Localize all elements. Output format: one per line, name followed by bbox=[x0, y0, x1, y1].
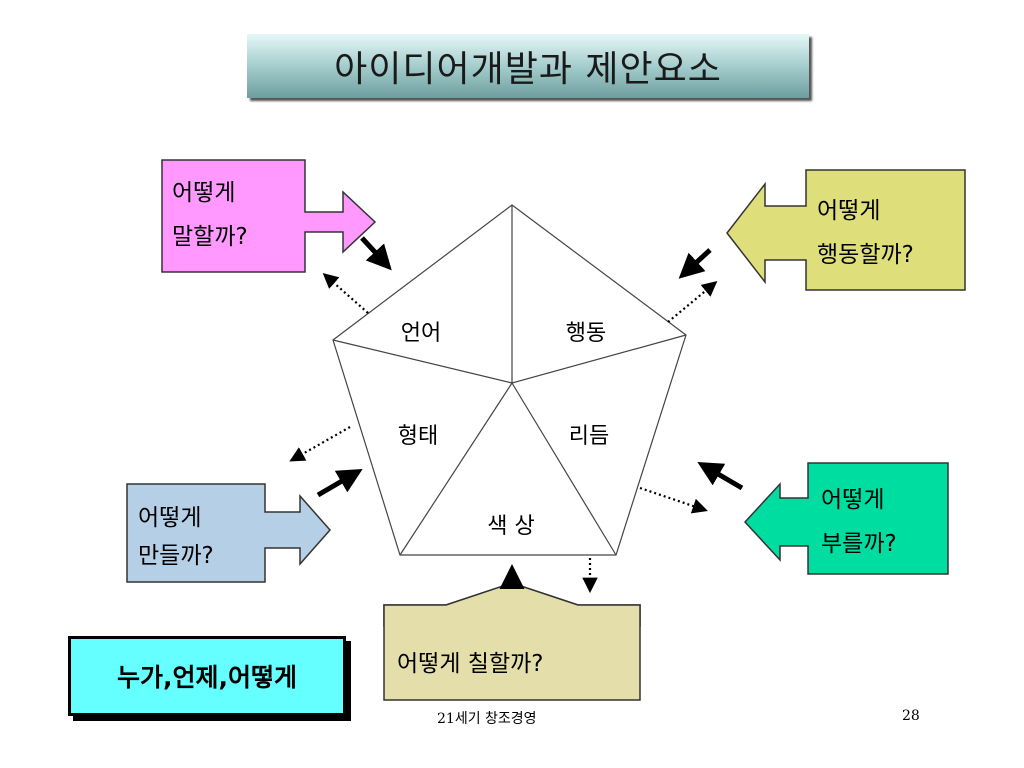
dotted-arrow bbox=[289, 426, 351, 462]
who-when-how-box: 누가,언제,어떻게 bbox=[68, 636, 346, 716]
callout-make-line1: 어떻게 bbox=[138, 505, 201, 531]
callout-call-line1: 어떻게 bbox=[821, 487, 884, 513]
footer-title: 21세기 창조경영 bbox=[437, 711, 537, 727]
bold-arrow bbox=[678, 248, 712, 279]
segment-label-form: 형태 bbox=[398, 424, 438, 449]
segment-label-language: 언어 bbox=[401, 321, 441, 346]
segment-label-behavior: 행동 bbox=[566, 321, 606, 346]
dotted-arrow bbox=[639, 486, 708, 514]
callout-speak-line1: 어떻게 bbox=[172, 180, 235, 206]
callout-make bbox=[126, 483, 332, 583]
segment-label-color: 색 상 bbox=[487, 514, 534, 539]
segment-label-rhythm: 리듬 bbox=[569, 424, 609, 449]
pentagon bbox=[332, 204, 687, 556]
callout-act-line2: 행동할까? bbox=[817, 242, 914, 268]
bold-arrow bbox=[316, 468, 363, 498]
bold-arrow bbox=[360, 236, 392, 271]
callout-speak bbox=[161, 159, 377, 273]
callout-paint bbox=[383, 582, 641, 701]
dotted-arrow bbox=[667, 281, 718, 323]
callout-act-line1: 어떻게 bbox=[817, 198, 880, 224]
callout-act bbox=[726, 169, 966, 291]
page-number: 28 bbox=[902, 708, 920, 724]
callout-speak-line2: 말할까? bbox=[172, 224, 248, 250]
bold-arrow bbox=[697, 461, 744, 491]
callout-paint-text: 어떻게 칠할까? bbox=[397, 651, 543, 677]
callout-make-line2: 만들까? bbox=[138, 543, 214, 569]
bold-arrows bbox=[316, 236, 744, 589]
callout-call-line2: 부를까? bbox=[821, 531, 897, 557]
callout-call bbox=[743, 462, 949, 575]
slide-title: 아이디어개발과 제안요소 bbox=[247, 34, 809, 98]
dotted-arrows bbox=[289, 272, 718, 594]
dotted-arrow bbox=[322, 272, 369, 314]
